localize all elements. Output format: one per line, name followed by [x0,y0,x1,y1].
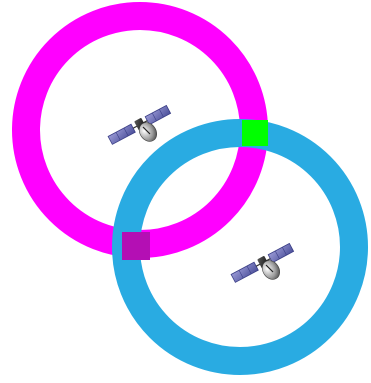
overlap-upper-square [242,120,268,146]
overlap-lower-square [122,232,150,260]
satellite-1-icon [108,105,171,146]
satellite-2-icon [231,243,294,284]
